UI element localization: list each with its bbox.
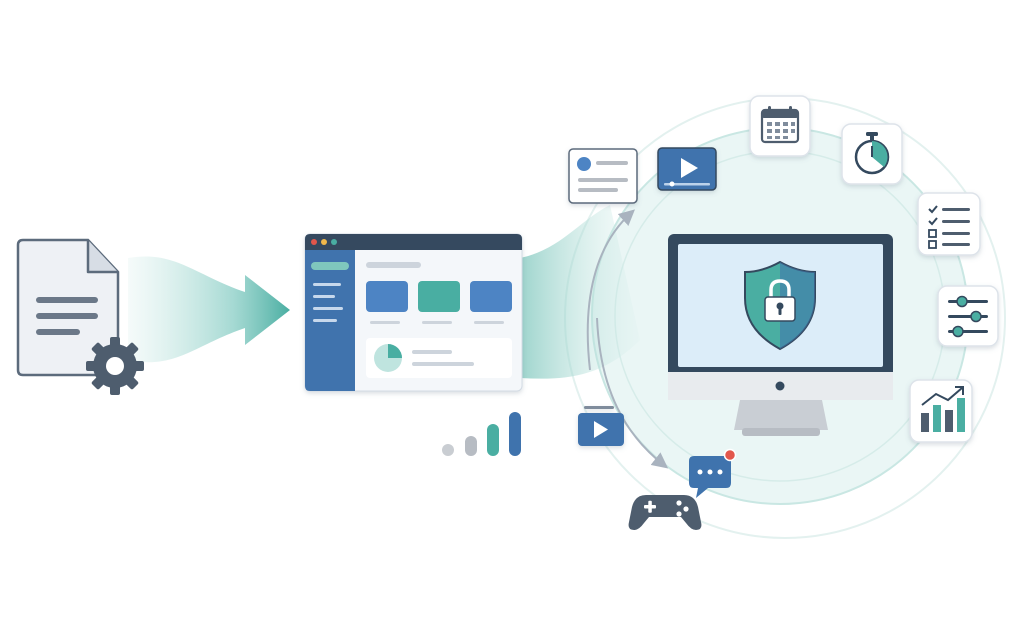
profile-card-icon: [568, 148, 638, 204]
gamepad-icon: [628, 495, 702, 530]
chat-bubble-icon: [689, 448, 737, 498]
shield-lock-icon: [744, 260, 816, 351]
stopwatch-icon: [841, 123, 903, 185]
bar-chart-icon: [909, 379, 973, 443]
dashboard-window-icon: [304, 233, 523, 392]
curved-arrow-down: [596, 317, 669, 469]
video-player-icon: [657, 147, 717, 191]
video-play-icon: [578, 406, 624, 446]
checklist-icon: [917, 192, 981, 256]
flow-arrow-icon: [128, 256, 290, 363]
flow-beam: [520, 205, 640, 379]
sliders-icon: [937, 285, 999, 347]
calendar-icon: [749, 95, 811, 157]
signal-bars-icon: [442, 412, 521, 456]
gear-icon: [86, 337, 144, 395]
document-settings-icon: [16, 238, 120, 377]
curved-arrow-up: [586, 209, 635, 371]
